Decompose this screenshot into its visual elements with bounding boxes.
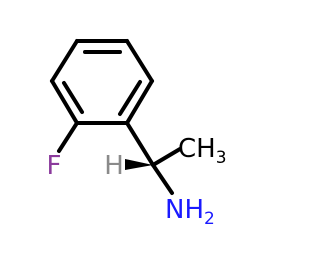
ring-to-chiral-bond <box>125 121 155 167</box>
chiral-to-methyl-bond <box>151 147 182 167</box>
ring-bond-lower-left <box>50 79 79 125</box>
substituent-bonds <box>57 121 182 195</box>
structure-canvas: F H CH3 NH2 <box>47 39 227 229</box>
c-f-bond <box>57 121 79 153</box>
amine-main: NH <box>165 195 204 225</box>
methyl-main: CH <box>178 134 216 164</box>
ring-bond-upper-left <box>50 39 79 83</box>
atom-label-fluorine: F <box>47 151 62 181</box>
ring-double-right <box>118 80 142 116</box>
chiral-to-amine-bond <box>151 163 174 195</box>
atom-label-methyl: CH3 <box>178 134 227 168</box>
wedge-bond-h <box>125 159 153 170</box>
ring-double-left <box>62 81 84 114</box>
atom-label-hydrogen: H <box>104 151 124 181</box>
molecule-structure: F H CH3 NH2 <box>47 39 227 229</box>
benzene-ring <box>50 39 154 125</box>
ring-bond-lower-right <box>125 79 154 125</box>
methyl-subscript: 3 <box>216 148 227 168</box>
amine-subscript: 2 <box>204 209 215 229</box>
atom-label-amine: NH2 <box>165 195 215 229</box>
ring-bond-upper-right <box>125 39 154 83</box>
